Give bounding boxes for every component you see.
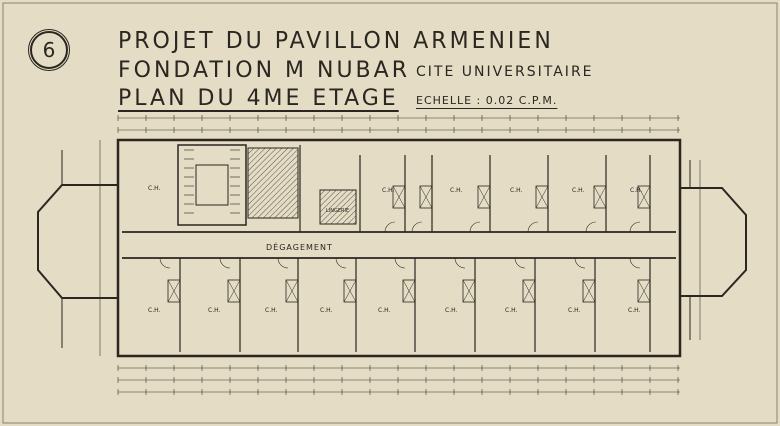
room-label: C.H.	[148, 307, 161, 314]
closet	[593, 185, 607, 209]
room-label: C.H.	[265, 307, 278, 314]
closet	[582, 279, 596, 303]
closet-cross	[637, 185, 651, 209]
room-label: C.H.	[505, 307, 518, 314]
closet-cross	[522, 279, 536, 303]
scale-label: ECHELLE : 0.02 C.P.M.	[416, 94, 558, 107]
title-cite: CITE UNIVERSITAIRE	[416, 64, 594, 80]
sheet-number: 6	[28, 29, 70, 71]
closet-cross	[402, 279, 416, 303]
closet-cross	[477, 185, 491, 209]
closet	[535, 185, 549, 209]
door-swing	[277, 257, 289, 269]
room-label: C.H.	[568, 307, 581, 314]
closet	[285, 279, 299, 303]
linen-room	[319, 189, 357, 225]
closet	[343, 279, 357, 303]
room-label: C.H.	[450, 187, 463, 194]
door-swing	[394, 257, 406, 269]
door-swing	[411, 221, 423, 233]
title-foundation: FONDATION M NUBAR	[118, 58, 410, 83]
room-label: C.H.	[148, 185, 161, 192]
closet	[167, 279, 181, 303]
door-swing	[514, 257, 526, 269]
closet	[419, 185, 433, 209]
room-label: C.H.	[628, 307, 641, 314]
door-swing	[469, 221, 481, 233]
closet	[227, 279, 241, 303]
closet-cross	[637, 279, 651, 303]
closet-cross	[392, 185, 406, 209]
closet-cross	[419, 185, 433, 209]
building-outline	[37, 138, 747, 358]
door-swing	[335, 257, 347, 269]
closet-cross	[285, 279, 299, 303]
room-label: C.H.	[630, 187, 643, 194]
room-label: C.H.	[510, 187, 523, 194]
room-label: C.H.	[378, 307, 391, 314]
closet-cross	[535, 185, 549, 209]
service-core	[247, 147, 299, 219]
closet	[522, 279, 536, 303]
corridor-label: DÉGAGEMENT	[266, 241, 333, 252]
closet-cross	[167, 279, 181, 303]
room-label: C.H.	[572, 187, 585, 194]
closet-cross	[462, 279, 476, 303]
closet-cross	[343, 279, 357, 303]
closet	[637, 185, 651, 209]
closet-cross	[227, 279, 241, 303]
closet	[462, 279, 476, 303]
closet	[637, 279, 651, 303]
closet	[392, 185, 406, 209]
closet	[477, 185, 491, 209]
door-swing	[585, 221, 597, 233]
room-label: C.H.	[208, 307, 221, 314]
door-swing	[629, 221, 641, 233]
door-swing	[159, 257, 171, 269]
door-swing	[527, 221, 539, 233]
door-swing	[574, 257, 586, 269]
title-project: PROJET DU PAVILLON ARMENIEN	[118, 28, 554, 55]
door-swing	[454, 257, 466, 269]
room-label: C.H.	[445, 307, 458, 314]
door-swing	[384, 221, 396, 233]
closet-cross	[593, 185, 607, 209]
linen-label: LINGERIE	[326, 208, 349, 214]
title-floor: PLAN DU 4ME ETAGE	[118, 86, 399, 111]
room-label: C.H.	[320, 307, 333, 314]
closet-cross	[582, 279, 596, 303]
door-swing	[629, 257, 641, 269]
room-label: C.H.	[382, 187, 395, 194]
door-swing	[219, 257, 231, 269]
closet	[402, 279, 416, 303]
